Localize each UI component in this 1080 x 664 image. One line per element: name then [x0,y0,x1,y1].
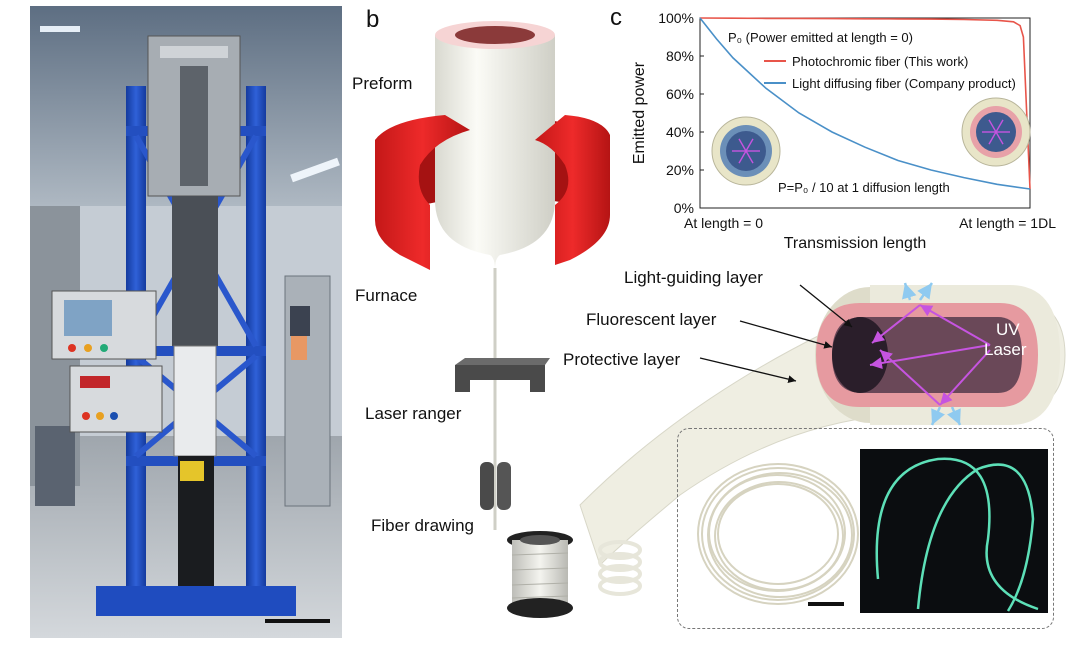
legend-label-0: Photochromic fiber (This work) [792,54,968,69]
coiled-fiber-photo [697,463,859,605]
x-axis-label: Transmission length [784,235,927,252]
ray-icon [738,150,747,164]
legend-label-1: Light diffusing fiber (Company product) [792,76,1016,91]
ray-icon [995,131,1004,145]
x-tick-label: At length = 1DL [959,215,1056,231]
uv-label: UV [996,320,1020,339]
panel-label-c: c [610,4,622,31]
scale-bar [808,602,844,606]
ray-icon [995,119,1004,133]
fiber-drawing-label: Fiber drawing [371,516,474,535]
ray-icon [745,150,754,164]
panel-label-b: b [366,6,380,33]
y-tick-label: 60% [666,86,694,102]
laser-ranger-label: Laser ranger [365,404,462,423]
y-tick-label: 40% [666,124,694,140]
x-tick-label: At length = 0 [684,215,763,231]
series-line-1 [699,17,1031,190]
ray-icon [738,138,747,152]
ray-icon [988,119,997,133]
y-axis-label: Emitted power [631,61,648,164]
fiber-photos-inset [677,428,1054,629]
y-tick-label: 80% [666,48,694,64]
ray-icon [988,131,997,145]
ray-icon [745,138,754,152]
y-tick-label: 20% [666,162,694,178]
diffusion-annotation: P=P₀ / 10 at 1 diffusion length [778,180,950,195]
furnace-label: Furnace [355,286,418,305]
preform-label: Preform [352,74,413,93]
y-tick-label: 100% [658,10,694,26]
fiber-cross-section [579,282,1066,596]
protective-layer-label: Protective layer [563,350,681,369]
fiber-drawing-schematic [375,21,610,618]
emitted-power-chart: 0% 20% 40% 60% 80% 100% At length = 0 At length… [631,10,1056,252]
laser-label: Laser [984,340,1027,359]
series-line-0 [699,17,1031,190]
light-guiding-layer-label: Light-guiding layer [624,268,763,287]
y-tick-label: 0% [674,200,694,216]
fiber-drawing-tower-photo [30,6,342,638]
fluorescent-layer-label: Fluorescent layer [586,310,717,329]
p0-annotation: P₀ (Power emitted at length = 0) [728,30,913,45]
